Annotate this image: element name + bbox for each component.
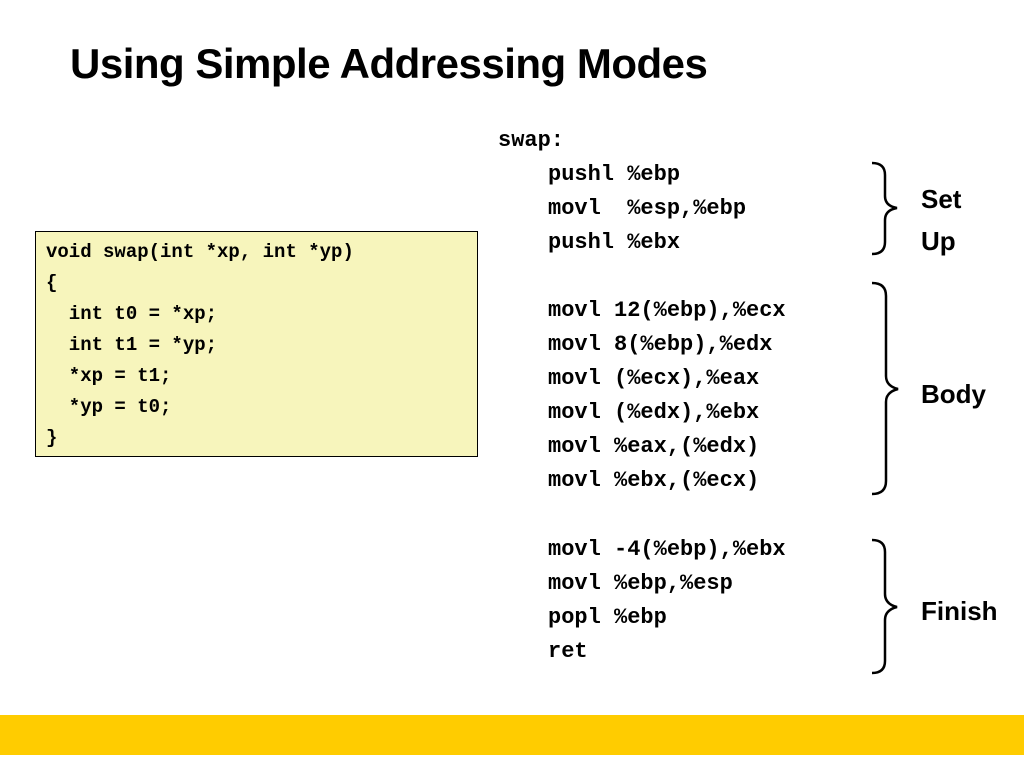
c-code-line: *yp = t0;: [46, 396, 172, 418]
slide-title: Using Simple Addressing Modes: [70, 40, 708, 87]
asm-body-line: movl %eax,(%edx): [548, 434, 760, 459]
body-brace: [871, 281, 899, 496]
asm-finish-line: movl -4(%ebp),%ebx: [548, 537, 786, 562]
asm-finish-line: popl %ebp: [548, 605, 667, 630]
c-code-line: void swap(int *xp, int *yp): [46, 241, 354, 263]
finish-brace: [871, 538, 898, 675]
asm-finish-line: movl %ebp,%esp: [548, 571, 733, 596]
c-code-line: }: [46, 427, 58, 449]
c-code-line: *xp = t1;: [46, 365, 172, 387]
asm-body-line: movl (%edx),%ebx: [548, 400, 760, 425]
setup-label-line1: Set: [921, 184, 962, 214]
asm-body-line: movl (%ecx),%eax: [548, 366, 760, 391]
asm-body-line: movl 12(%ebp),%ecx: [548, 298, 786, 323]
asm-finish-line: ret: [548, 639, 588, 664]
asm-body-line: movl %ebx,(%ecx): [548, 468, 760, 493]
braces-layer: [871, 161, 899, 675]
c-code-line: int t1 = *yp;: [46, 334, 218, 356]
asm-setup-line: pushl %ebx: [548, 230, 681, 255]
assembly-listing: swap: pushl %ebp movl %esp,%ebp pushl %e…: [498, 128, 786, 664]
asm-function-label: swap:: [498, 128, 565, 153]
body-label: Body: [921, 379, 986, 409]
setup-brace: [871, 161, 898, 256]
footer-bar: [0, 715, 1024, 755]
asm-setup-line: pushl %ebp: [548, 162, 681, 187]
c-code-box: void swap(int *xp, int *yp) { int t0 = *…: [35, 231, 478, 457]
c-code-line: int t0 = *xp;: [46, 303, 218, 325]
finish-label: Finish: [921, 596, 998, 626]
c-code-line: {: [46, 272, 58, 294]
setup-label-line2: Up: [921, 226, 956, 256]
asm-setup-line: movl %esp,%ebp: [548, 196, 747, 221]
asm-body-line: movl 8(%ebp),%edx: [548, 332, 773, 357]
